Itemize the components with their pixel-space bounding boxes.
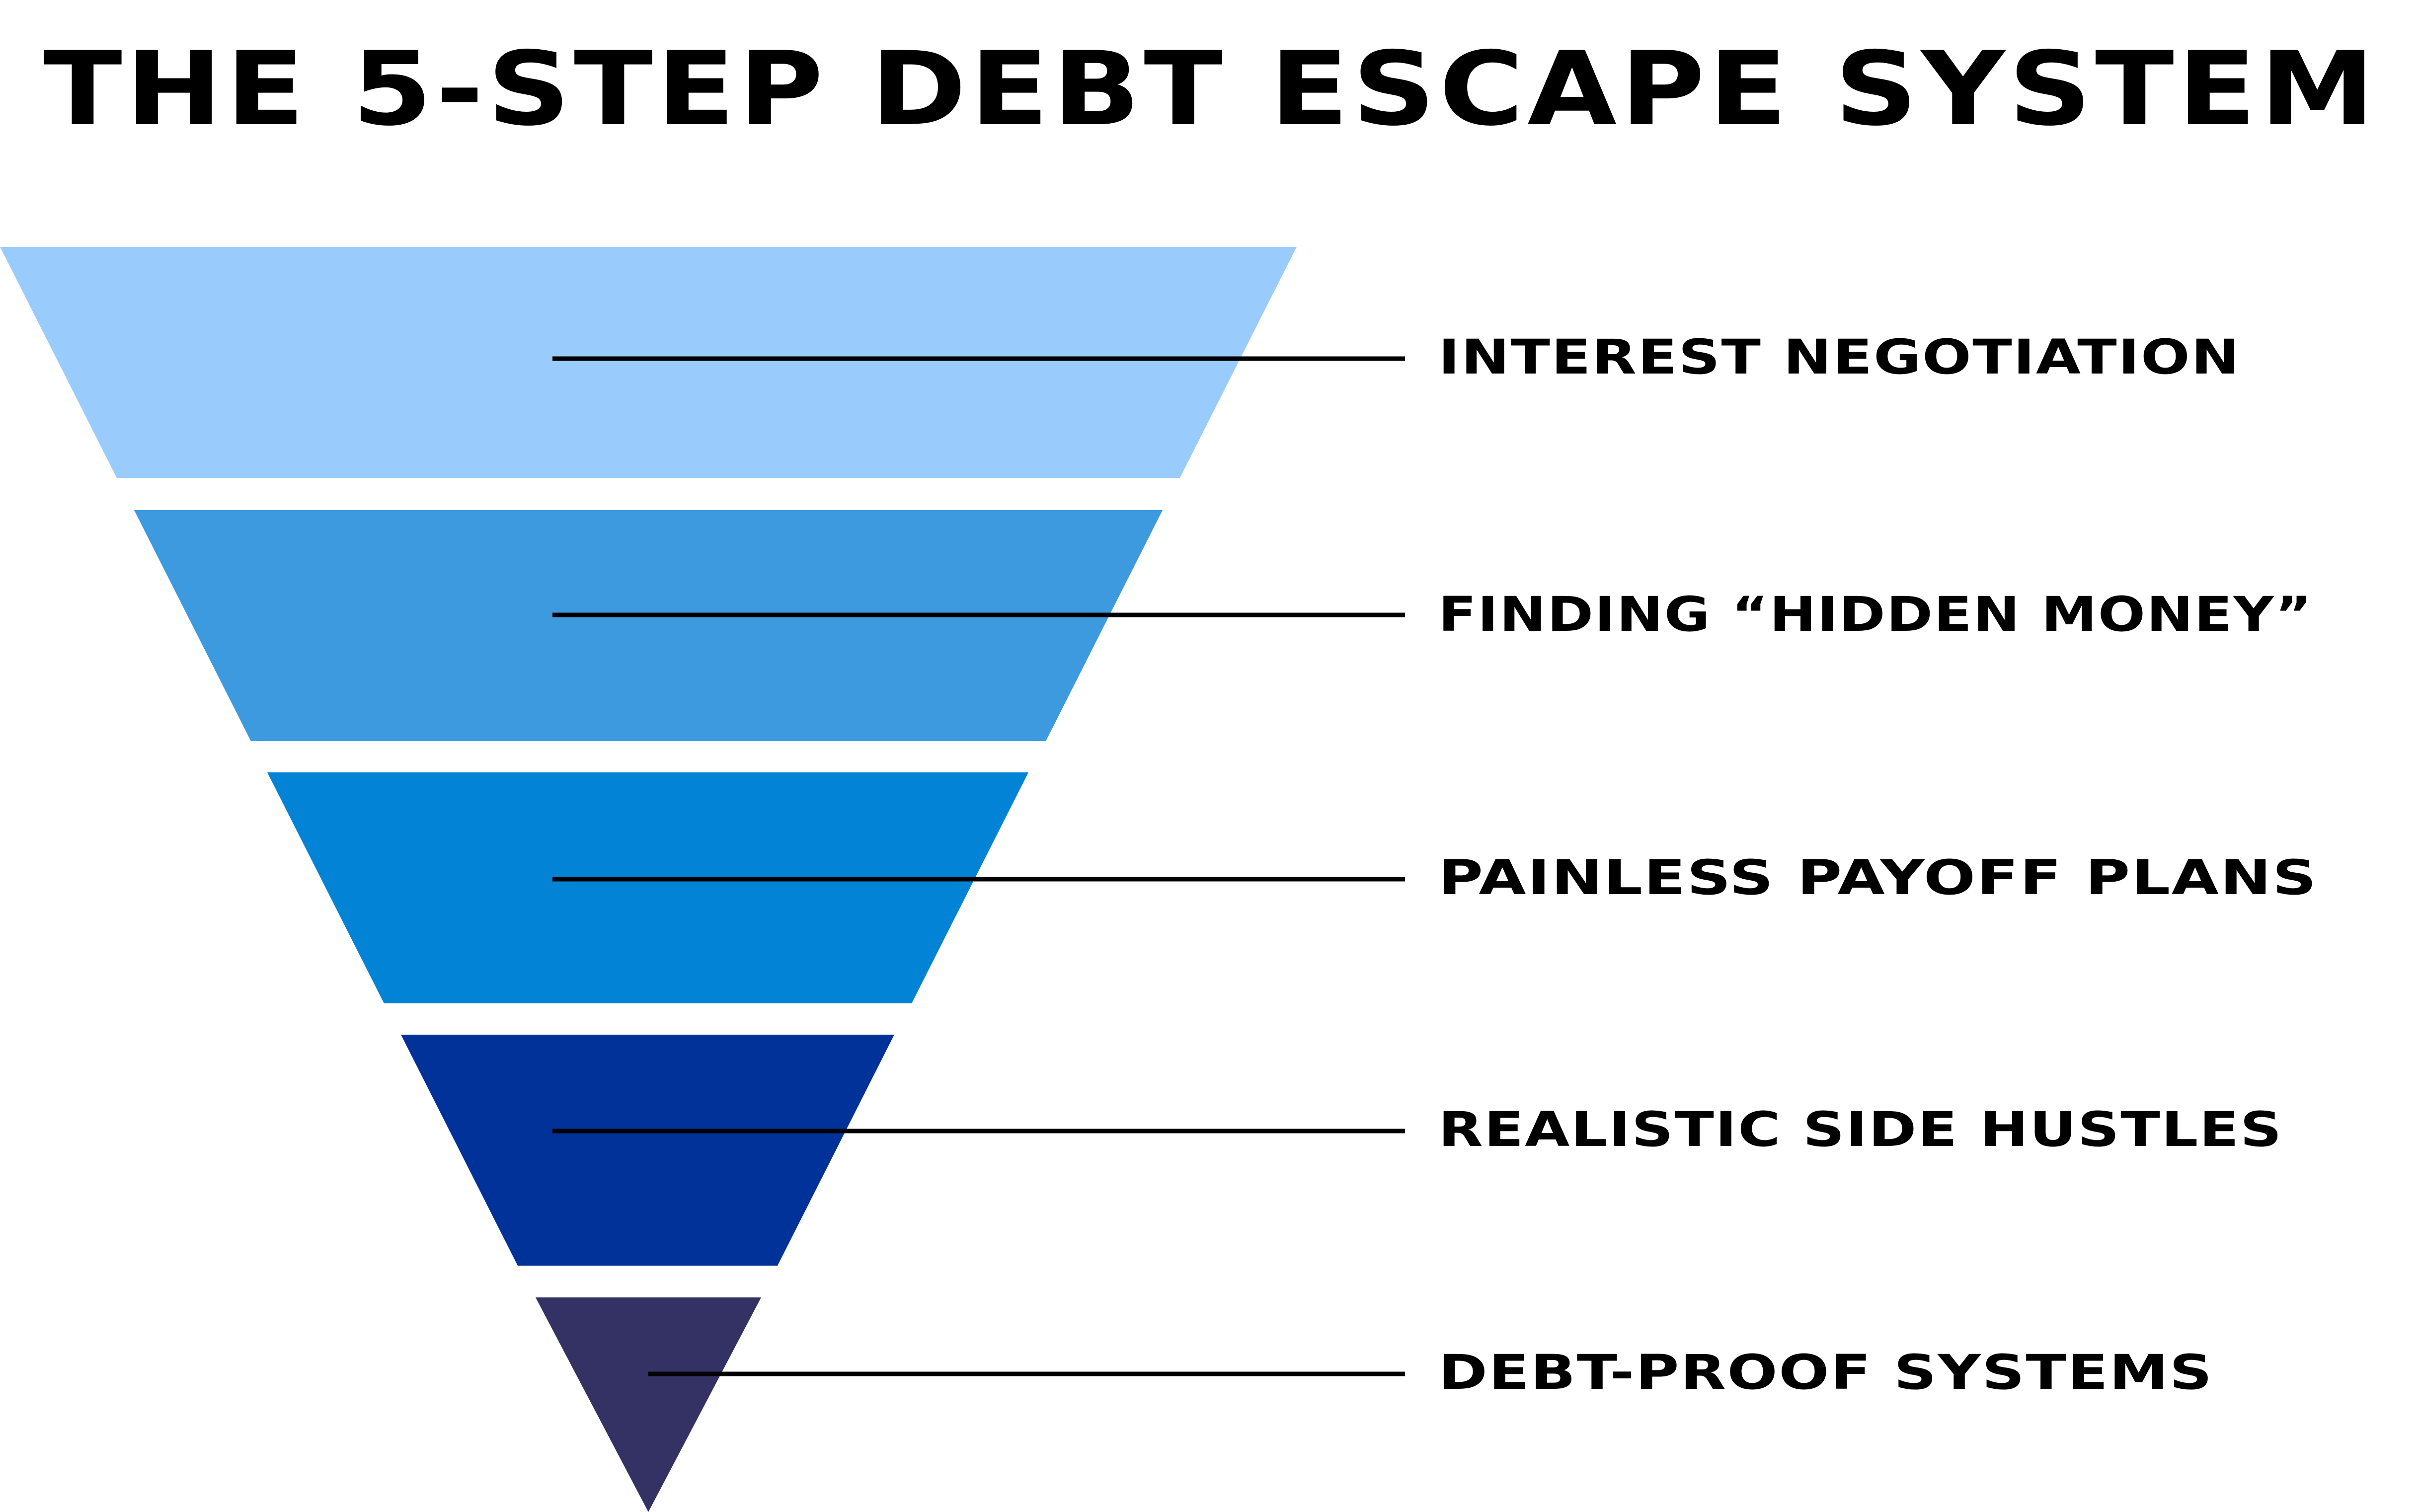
page-title: THE 5-STEP DEBT ESCAPE SYSTEM [43,30,2378,149]
funnel-band-3 [267,772,1028,1003]
funnel-step-1: INTEREST NEGOTIATION [0,247,2241,478]
funnel-band-4 [401,1035,894,1266]
funnel-band-5 [536,1297,761,1512]
step-label-1: INTEREST NEGOTIATION [1438,329,2241,385]
funnel-step-2: FINDING “HIDDEN MONEY” [134,510,2313,741]
funnel-band-1 [0,247,1297,478]
funnel-band-2 [134,510,1163,741]
step-label-2: FINDING “HIDDEN MONEY” [1438,587,2313,642]
funnel-step-5: DEBT-PROOF SYSTEMS [536,1297,2213,1512]
funnel-step-3: PAINLESS PAYOFF PLANS [267,772,2318,1003]
step-label-3: PAINLESS PAYOFF PLANS [1438,850,2318,906]
step-label-4: REALISTIC SIDE HUSTLES [1438,1102,2283,1157]
step-label-5: DEBT-PROOF SYSTEMS [1438,1345,2213,1400]
funnel: INTEREST NEGOTIATION FINDING “HIDDEN MON… [0,247,2318,1512]
funnel-step-4: REALISTIC SIDE HUSTLES [401,1035,2283,1266]
